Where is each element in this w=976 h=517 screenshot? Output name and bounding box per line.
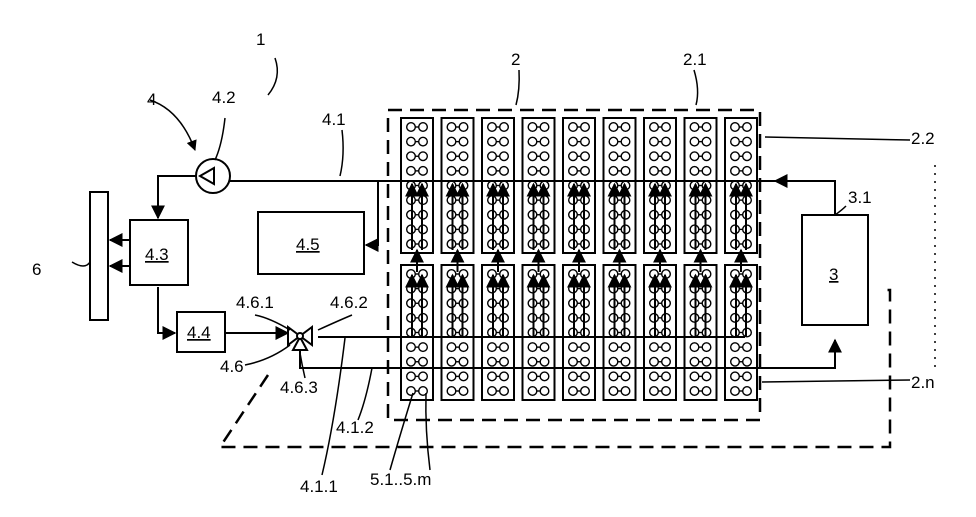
battery-module — [442, 118, 474, 253]
battery-module — [482, 118, 514, 253]
label-valve-port-2: 4.6.2 — [330, 293, 368, 312]
label-system: 1 — [256, 30, 265, 49]
label-module-block: 2 — [511, 50, 520, 69]
battery-module — [442, 265, 474, 400]
label-cells: 5.1..5.m — [370, 470, 431, 489]
label-valve-port-1: 4.6.1 — [236, 293, 274, 312]
line-to-4-5 — [366, 181, 378, 245]
battery-module — [604, 265, 636, 400]
battery-module — [563, 118, 595, 253]
label-pump: 4.2 — [212, 88, 236, 107]
battery-module — [685, 118, 717, 253]
label-cooling-circuit: 4 — [147, 90, 156, 109]
label-heat-exchanger: 4.3 — [145, 245, 169, 264]
battery-module — [725, 265, 757, 400]
battery-module — [604, 118, 636, 253]
external-unit-6 — [90, 192, 108, 320]
battery-module — [401, 265, 433, 400]
label-component-45: 4.5 — [296, 235, 320, 254]
label-battery-unit: 3 — [829, 265, 838, 284]
valve-icon — [288, 327, 312, 350]
label-valve: 4.6 — [220, 357, 244, 376]
battery-module — [644, 118, 676, 253]
label-component-44: 4.4 — [187, 323, 211, 342]
label-external-unit: 6 — [32, 260, 41, 279]
battery-module — [523, 118, 555, 253]
battery-module — [563, 265, 595, 400]
battery-module — [725, 118, 757, 253]
label-battery-line: 3.1 — [848, 188, 872, 207]
label-module-column-last: 2.n — [911, 373, 935, 392]
main-line-top — [760, 181, 835, 215]
pump-to-hx-line — [158, 176, 196, 218]
label-main-line: 4.1 — [322, 110, 346, 129]
label-branch-line-2: 4.1.2 — [336, 418, 374, 437]
label-module-row-first: 2.1 — [683, 50, 707, 69]
label-module-column-top: 2.2 — [911, 129, 935, 148]
label-valve-port-3: 4.6.3 — [280, 378, 318, 397]
label-branch-line-1: 4.1.1 — [300, 477, 338, 496]
battery-module — [685, 265, 717, 400]
battery-module — [523, 265, 555, 400]
battery-module — [401, 118, 433, 253]
hx-to-4-4-line — [158, 287, 175, 333]
battery-module — [644, 265, 676, 400]
battery-module — [482, 265, 514, 400]
